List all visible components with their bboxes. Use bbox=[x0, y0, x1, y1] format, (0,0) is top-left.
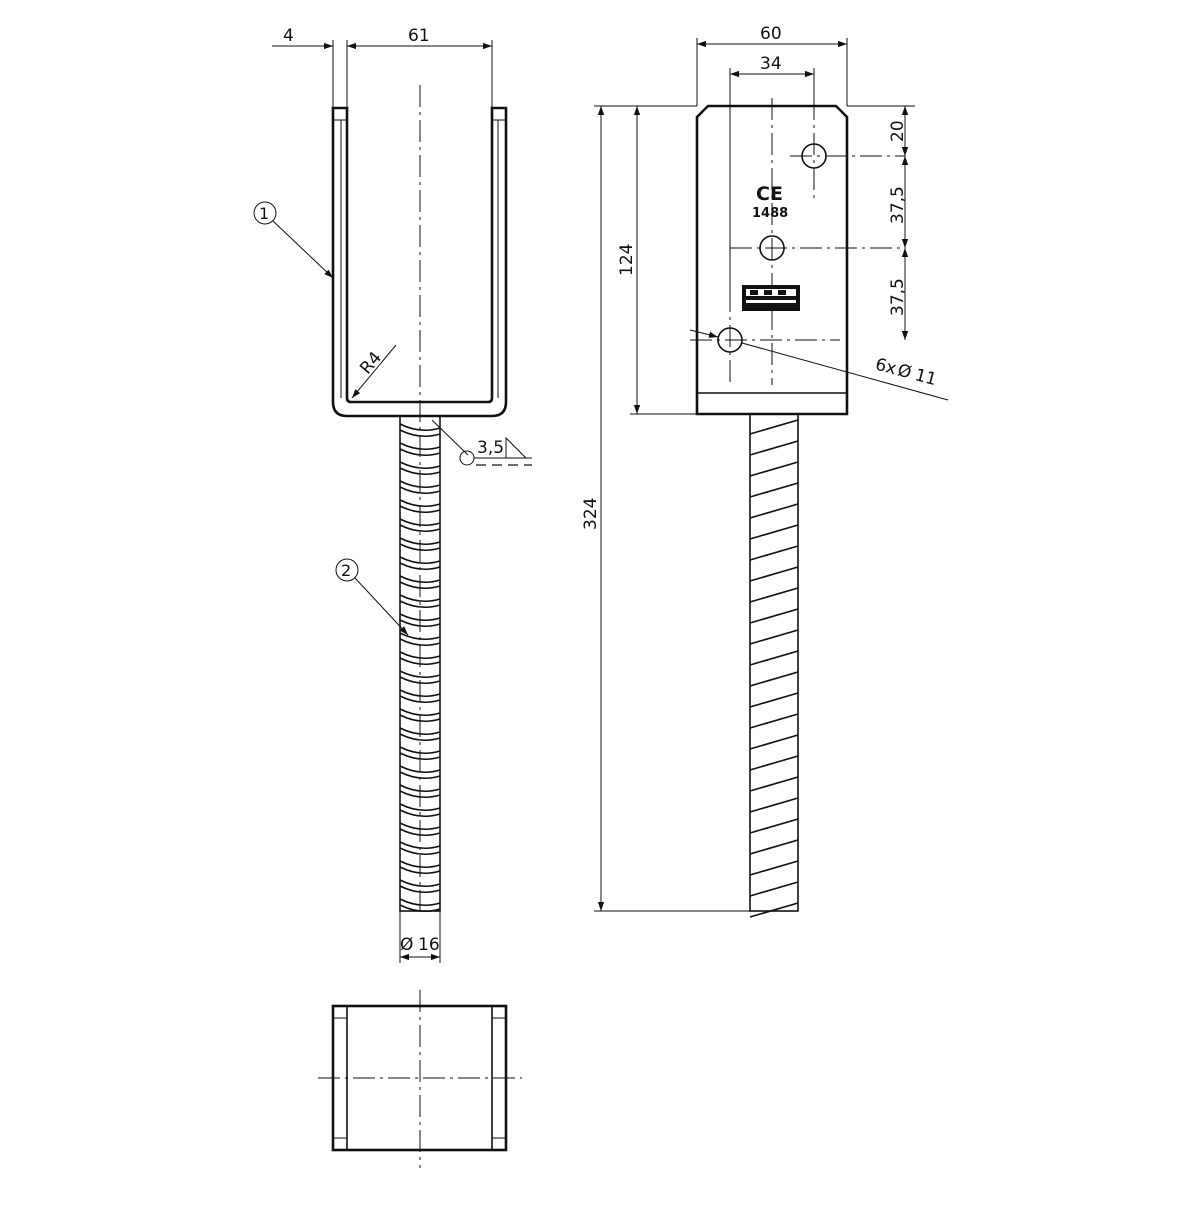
part-label-1: 1 bbox=[259, 204, 269, 223]
part-balloon-1 bbox=[253, 201, 277, 225]
hole-diameter-symbol: Ø bbox=[895, 361, 913, 384]
weld-size: 3,5 bbox=[477, 438, 504, 458]
ce-number: 1488 bbox=[752, 206, 788, 221]
hole-2 bbox=[759, 235, 785, 261]
rebar-hatch-line bbox=[749, 524, 799, 540]
rebar-hatch-line bbox=[749, 881, 799, 897]
hole-diameter: 11 bbox=[913, 365, 939, 390]
rebar-rib bbox=[399, 613, 441, 628]
dim-bend-radius: R4 bbox=[356, 348, 386, 378]
rebar-rib bbox=[399, 575, 441, 590]
rebar-rib bbox=[399, 537, 441, 552]
rebar-hatch-line bbox=[749, 776, 799, 792]
rebar-rib bbox=[399, 898, 441, 913]
hole-callout-leader bbox=[741, 342, 949, 401]
rebar-rib bbox=[399, 594, 441, 609]
rebar-hatch-line bbox=[749, 461, 799, 477]
dim-inner-width: 61 bbox=[408, 26, 430, 46]
rebar-hatch-line bbox=[749, 818, 799, 834]
dim-bar-diameter: 16 bbox=[418, 935, 440, 955]
rebar-rib bbox=[399, 423, 441, 438]
rebar-hatch-line bbox=[749, 755, 799, 771]
part-label-2: 2 bbox=[341, 561, 351, 580]
rebar-hatch-line bbox=[749, 587, 799, 603]
rebar-rib bbox=[399, 556, 441, 571]
rebar-rib bbox=[399, 480, 441, 495]
rebar-hatch-line bbox=[749, 692, 799, 708]
hole-callout-arrow bbox=[689, 329, 719, 338]
dim-hole-pitch-1: 37,5 bbox=[888, 186, 908, 224]
rebar-hatch-line bbox=[749, 902, 799, 918]
rebar-rib bbox=[399, 651, 441, 666]
rebar-rib bbox=[399, 499, 441, 514]
weld-circle bbox=[459, 450, 475, 466]
rebar-rib bbox=[399, 860, 441, 875]
hole-count: 6x bbox=[873, 355, 898, 380]
rebar-rib bbox=[399, 689, 441, 704]
dim-hole-edge-offset: 20 bbox=[888, 120, 908, 142]
hole-1 bbox=[801, 143, 827, 169]
ce-mark: CE bbox=[756, 183, 783, 205]
rebar-hatch-line bbox=[749, 608, 799, 624]
dim-total-height: 324 bbox=[581, 498, 601, 530]
rebar-hatch-line bbox=[749, 566, 799, 582]
rebar-hatch-line bbox=[749, 545, 799, 561]
rebar-rib bbox=[399, 841, 441, 856]
rebar-rib bbox=[399, 803, 441, 818]
radius-leader bbox=[351, 344, 397, 399]
rebar-hatch-line bbox=[749, 860, 799, 876]
rebar-rib bbox=[399, 822, 441, 837]
hole-callout: 6x Ø 11 bbox=[873, 355, 939, 391]
rebar-rib bbox=[399, 518, 441, 533]
rebar-hatch-line bbox=[749, 797, 799, 813]
rebar-rib bbox=[399, 746, 441, 761]
rebar-hatch-line bbox=[749, 419, 799, 435]
rebar-rib bbox=[399, 442, 441, 457]
dim-flange-thickness: 4 bbox=[283, 26, 294, 46]
front-view: 3,5 4 61 R4 1 2 Ø 16 bbox=[253, 26, 532, 963]
rebar-hatch-line bbox=[749, 650, 799, 666]
rebar-hatch-line bbox=[749, 839, 799, 855]
rebar-hatch-line bbox=[749, 503, 799, 519]
rebar-rib bbox=[399, 879, 441, 894]
rebar-hatch-line bbox=[749, 482, 799, 498]
plate-outline bbox=[695, 104, 849, 416]
dim-bar-diameter-symbol: Ø bbox=[400, 935, 413, 955]
rebar-rib bbox=[399, 765, 441, 780]
rebar-hatch-line bbox=[749, 671, 799, 687]
rebar-rib bbox=[399, 708, 441, 723]
manufacturer-logo-stamp bbox=[742, 285, 800, 311]
hole-3 bbox=[717, 327, 743, 353]
rebar-rib bbox=[399, 461, 441, 476]
rebar-side bbox=[749, 413, 799, 912]
part-balloon-2 bbox=[335, 558, 359, 582]
rebar-rib bbox=[399, 670, 441, 685]
rebar-hatch-line bbox=[749, 629, 799, 645]
dim-hole-spacing: 34 bbox=[760, 54, 782, 74]
dim-plate-width: 60 bbox=[760, 24, 782, 44]
weld-leader bbox=[431, 419, 469, 456]
rebar-rib bbox=[399, 727, 441, 742]
rebar-hatch-line bbox=[749, 440, 799, 456]
side-view: CE 1488 60 34 20 37,5 37,5 6x bbox=[581, 24, 949, 918]
rebar-hatch bbox=[749, 419, 799, 918]
rebar-hatch-line bbox=[749, 734, 799, 750]
weld-fillet-symbol bbox=[505, 436, 527, 459]
rebar-ribs bbox=[399, 423, 441, 913]
part-leader-1 bbox=[272, 220, 334, 279]
rebar-rib bbox=[399, 784, 441, 799]
top-view bbox=[318, 990, 522, 1168]
dim-cup-height: 124 bbox=[617, 244, 637, 276]
part-leader-2 bbox=[354, 577, 409, 636]
rebar-rib bbox=[399, 632, 441, 647]
dim-hole-pitch-2: 37,5 bbox=[888, 278, 908, 316]
rebar-hatch-line bbox=[749, 713, 799, 729]
